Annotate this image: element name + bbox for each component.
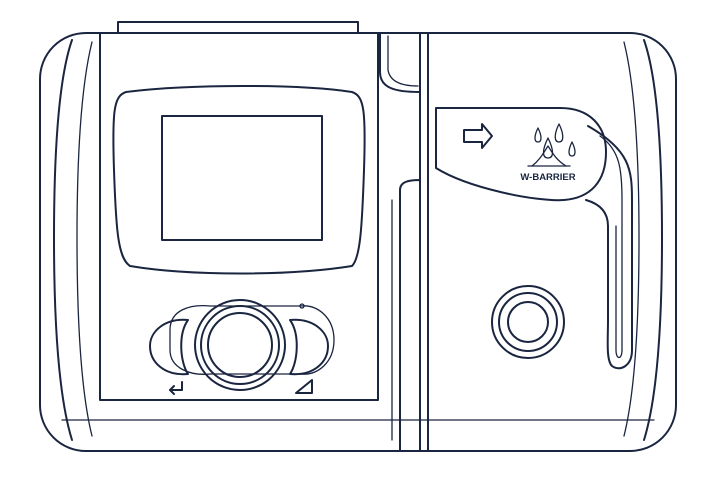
- ramp-triangle-icon: [295, 379, 313, 394]
- upper-latch: [379, 32, 421, 93]
- control-cluster-outline: [169, 304, 335, 375]
- outlet-port-inner: [507, 301, 549, 343]
- outlet-port-ring: [498, 292, 558, 352]
- return-arrow-icon: [169, 381, 183, 395]
- top-handle: [117, 21, 359, 34]
- arrow-right-icon: [463, 123, 493, 149]
- lower-latch: [399, 179, 421, 452]
- water-channel-inner: [599, 135, 623, 359]
- water-barrier-label: W-BARRIER: [520, 172, 575, 183]
- display-bezel: [112, 85, 366, 275]
- left-button[interactable]: [149, 318, 189, 376]
- indicator-dot: [299, 303, 305, 309]
- display-screen: [161, 115, 323, 241]
- water-channel-outer: [585, 125, 633, 370]
- control-dial-ring: [200, 305, 280, 385]
- right-grip: [643, 39, 663, 441]
- left-grip: [53, 39, 73, 441]
- water-droplets-icon: [527, 123, 576, 167]
- left-panel: [99, 32, 379, 401]
- water-barrier-panel: [435, 107, 607, 202]
- right-button[interactable]: [289, 318, 329, 376]
- right-grip-inner: [623, 41, 640, 437]
- upper-latch-bevel: [387, 35, 419, 87]
- control-dial-outer[interactable]: [194, 299, 286, 391]
- outlet-port-outer: [491, 285, 565, 359]
- control-dial-inner: [207, 312, 273, 378]
- left-grip-inner: [76, 41, 93, 437]
